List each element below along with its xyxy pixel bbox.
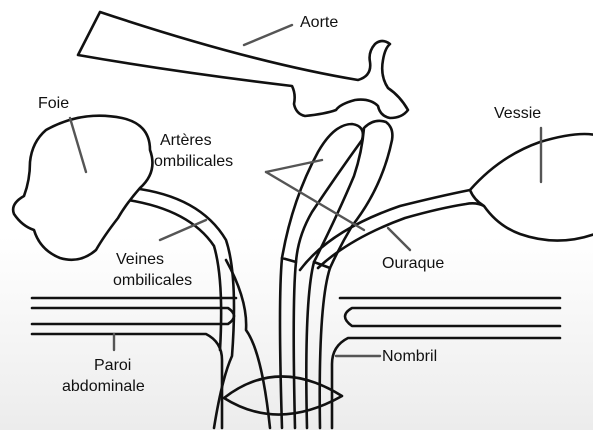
label-foie: Foie <box>38 95 69 112</box>
vessel-line-1 <box>280 258 282 428</box>
bladder-shape <box>470 134 593 241</box>
label-nombril: Nombril <box>382 348 437 365</box>
umbilicus-ring <box>224 376 342 414</box>
aorta-shape <box>78 12 408 118</box>
abdominal-wall-right-upper <box>345 308 560 326</box>
label-aorte: Aorte <box>300 14 338 31</box>
abdominal-wall-left-upper <box>32 308 234 324</box>
leader-aorte <box>244 25 292 45</box>
label-ouraque: Ouraque <box>382 255 444 272</box>
leader-ouraque <box>388 228 410 250</box>
label-paroi-line2: abdominale <box>62 378 145 395</box>
vessel-line-3 <box>306 262 314 428</box>
label-veines-line2: ombilicales <box>113 272 192 289</box>
label-vessie: Vessie <box>494 105 541 122</box>
liver-shape <box>13 116 152 260</box>
abdominal-wall-right-lower <box>332 338 560 428</box>
label-veines-line1: Veines <box>116 251 164 268</box>
label-arteres-line1: Artères <box>160 132 212 149</box>
label-paroi-line1: Paroi <box>94 357 131 374</box>
vessel-line-2 <box>294 262 296 428</box>
label-arteres-line2: ombilicales <box>154 153 233 170</box>
